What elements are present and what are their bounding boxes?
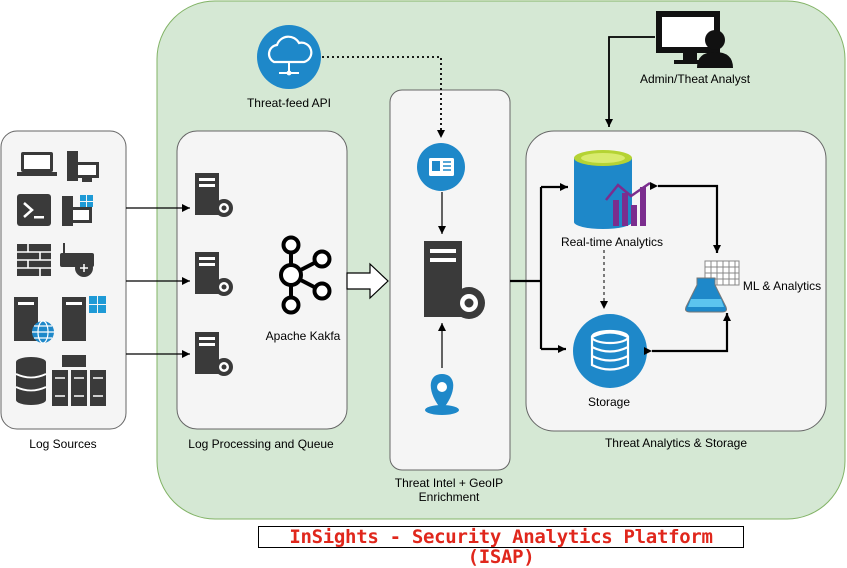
threat-analytics-label: Threat Analytics & Storage <box>605 436 747 450</box>
connector-realtime-ml <box>650 182 721 253</box>
connector-storage-ml <box>644 313 731 355</box>
storage-icon <box>573 314 647 388</box>
cloud-api-icon <box>257 25 321 89</box>
terminal-icon <box>17 194 51 226</box>
log-sources-label: Log Sources <box>29 437 96 451</box>
windows-server-icon <box>62 296 106 341</box>
ml-label: ML & Analytics <box>743 279 821 293</box>
architecture-diagram: Threat-feed API Admin/Theat Analyst Apac… <box>0 0 846 520</box>
server-gear-icon <box>424 241 485 319</box>
connector-admin-to-analytics <box>605 36 655 127</box>
kafka-icon <box>279 235 332 315</box>
geo-pin-icon <box>425 374 459 415</box>
log-processing-label: Log Processing and Queue <box>188 437 334 451</box>
firewall-icon <box>17 244 51 276</box>
threat-intel-label-line1: Threat Intel + GeoIP <box>395 476 503 490</box>
storage-label: Storage <box>588 395 630 409</box>
desktop-icon <box>67 151 99 182</box>
database-icon <box>15 357 47 405</box>
laptop-icon <box>17 152 57 176</box>
kafka-label: Apache Kakfa <box>266 329 341 343</box>
admin-user-icon <box>656 11 733 68</box>
realtime-label: Real-time Analytics <box>561 235 663 249</box>
connector-kafka-to-intel <box>346 262 389 300</box>
threat-feed-label: Threat-feed API <box>247 96 331 110</box>
windows-desktop-icon <box>62 195 93 226</box>
page-title: InSights - Security Analytics Platform (… <box>258 526 744 567</box>
flask-icon <box>685 277 727 313</box>
server-rack-icon <box>52 355 106 406</box>
analytics-db-icon <box>574 150 651 229</box>
threat-intel-label-line2: Enrichment <box>419 490 480 504</box>
router-icon <box>60 243 94 277</box>
server-globe-icon <box>14 297 54 344</box>
admin-label: Admin/Theat Analyst <box>640 72 751 86</box>
id-card-icon <box>417 143 465 191</box>
